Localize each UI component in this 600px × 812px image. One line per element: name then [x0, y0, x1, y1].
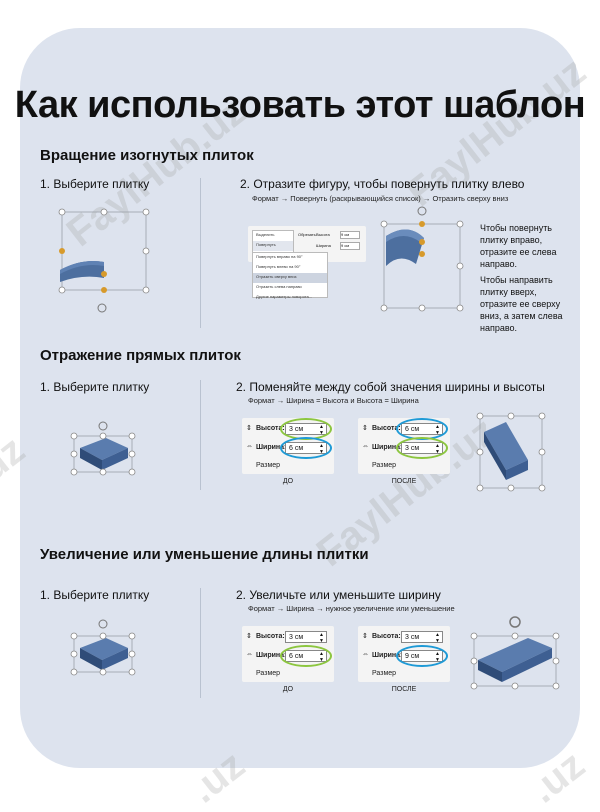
divider [200, 588, 201, 698]
select-button[interactable]: Выделить [256, 232, 275, 237]
menu-item[interactable]: Отразить сверху вниз [253, 273, 327, 283]
straight-tile-selection[interactable] [66, 418, 142, 480]
caption-after: ПОСЛЕ [391, 478, 417, 485]
step-label: 1. Выберите плитку [40, 380, 150, 394]
side-note: Чтобы повернуть плитку вправо, отразите … [480, 223, 557, 269]
width-label: Ширина: [256, 444, 287, 451]
rotate-handle-icon [98, 619, 108, 629]
height-label: Высота: [372, 425, 401, 432]
rotate-handle-icon [509, 616, 521, 628]
page-title: Как использовать этот шаблон [14, 84, 586, 126]
height-field[interactable]: 9 см [340, 231, 360, 239]
longer-tile-selection[interactable] [466, 610, 564, 696]
width-label: Ширина [316, 243, 331, 248]
step-label: 2. Поменяйте между собой значения ширины… [236, 380, 545, 394]
side-note: Чтобы направить плитку вверх, отразите е… [480, 275, 563, 333]
width-label: Ширина: [372, 444, 403, 451]
flipped-tile-selection[interactable] [378, 204, 478, 312]
width-icon: ⇔ [362, 651, 369, 658]
height-label: Высота: [256, 633, 285, 640]
step-label: 2. Отразите фигуру, чтобы повернуть плит… [240, 177, 525, 191]
menu-path: Формат → Ширина = Высота и Высота = Шири… [248, 396, 419, 405]
ribbon-group: Выделить Повернуть [252, 230, 294, 254]
caption-before: ДО [282, 478, 294, 485]
menu-path: Формат → Повернуть (раскрывающийся списо… [252, 194, 509, 203]
highlight-ring [396, 437, 448, 459]
step-label: 1. Выберите плитку [40, 177, 150, 191]
height-icon: ⇕ [246, 633, 252, 640]
step-label: 1. Выберите плитку [40, 588, 150, 602]
height-label: Высота: [256, 425, 285, 432]
rotate-handle-icon [98, 421, 108, 431]
highlight-ring [396, 645, 448, 667]
rotated-tile-selection[interactable] [472, 404, 556, 496]
section-heading: Вращение изогнутых плиток [40, 147, 254, 164]
height-field[interactable]: 3 см▲▼ [285, 631, 327, 644]
crop-button[interactable]: Обрезать [298, 232, 316, 237]
straight-tile-selection[interactable] [66, 614, 142, 680]
rotate-menu: Повернуть вправо на 90° Повернуть влево … [252, 252, 328, 299]
height-field[interactable]: 3 см▲▼ [401, 631, 443, 644]
menu-item[interactable]: Другие параметры поворота... [256, 294, 313, 299]
width-icon: ⇔ [246, 443, 253, 450]
size-group-label: Размер [256, 670, 281, 677]
menu-path: Формат → Ширина → нужное увеличение или … [248, 604, 455, 613]
height-icon: ⇕ [362, 425, 368, 432]
caption-after: ПОСЛЕ [391, 686, 417, 693]
section-heading: Отражение прямых плиток [40, 347, 241, 364]
height-label: Высота [316, 232, 330, 237]
caption-before: ДО [282, 686, 294, 693]
width-icon: ⇔ [246, 651, 253, 658]
size-group-label: Размер [256, 462, 281, 469]
rotate-handle-icon [97, 303, 107, 313]
menu-item[interactable]: Повернуть вправо на 90° [256, 254, 303, 259]
height-label: Высота: [372, 633, 401, 640]
size-group-label: Размер [372, 670, 397, 677]
rotate-handle-icon [417, 206, 427, 216]
section-heading: Увеличение или уменьшение длины плитки [40, 546, 369, 563]
width-field[interactable]: 9 см [340, 242, 360, 250]
highlight-ring [280, 645, 332, 667]
menu-item[interactable]: Отразить слева направо [256, 284, 302, 289]
width-label: Ширина: [256, 652, 287, 659]
divider [200, 178, 201, 328]
rotate-dropdown[interactable]: Повернуть [253, 241, 293, 251]
size-group-label: Размер [372, 462, 397, 469]
highlight-ring [280, 437, 332, 459]
curved-tile-selection[interactable] [52, 200, 162, 320]
width-label: Ширина: [372, 652, 403, 659]
divider [200, 380, 201, 490]
height-icon: ⇕ [362, 633, 368, 640]
menu-item[interactable]: Повернуть влево на 90° [256, 264, 301, 269]
step-label: 2. Увеличьте или уменьшите ширину [236, 588, 441, 602]
width-icon: ⇔ [362, 443, 369, 450]
height-icon: ⇕ [246, 425, 252, 432]
